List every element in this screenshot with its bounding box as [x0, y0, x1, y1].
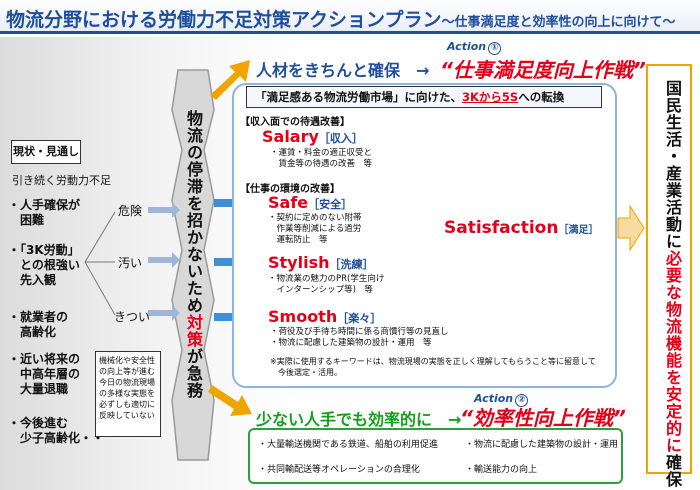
- left-item-1: ・人手確保が 困難: [8, 198, 81, 227]
- s-smooth-word: Smooth: [268, 307, 338, 326]
- right-text-red: 必要な物流機能を安定的に: [663, 250, 682, 454]
- banner-post: への転換: [518, 90, 565, 104]
- k-label-danger: 危険: [118, 204, 143, 218]
- right-box: [646, 64, 692, 474]
- right-text-black2: 確保: [663, 454, 682, 488]
- k-label-hard: きつい: [114, 310, 151, 324]
- action2-number: ②: [515, 394, 529, 407]
- green-box: [248, 428, 623, 484]
- action2-title: “効率性向上作戦”: [460, 406, 626, 430]
- title-sub: 〜仕事満足度と効率性の向上に向けて〜: [441, 15, 676, 30]
- section-environment: 【仕事の環境の改善】: [240, 184, 340, 195]
- green-item-4: ・輸送能力の向上: [465, 465, 538, 475]
- action2-label-text: Action: [474, 392, 514, 405]
- vertical-arrow-text: 物流の停滞を招かないため対策が急務: [176, 110, 208, 399]
- k-arrow-2: [148, 252, 180, 268]
- action2-arrow: [208, 385, 252, 416]
- banner-red: 3Kから5S: [462, 90, 519, 104]
- vertical-arrow-shape: [171, 69, 215, 461]
- s-safe-tag: ［安全］: [308, 198, 353, 211]
- vertical-text-tail: が急務: [184, 348, 203, 399]
- left-item-4: ・近い将来の 中高年層の 大量退職: [8, 352, 81, 396]
- action1-number: ①: [488, 42, 502, 55]
- right-text-black1: 国民生活・産業活動に: [663, 80, 682, 250]
- page-title: 物流分野における労働力不足対策アクションプラン〜仕事満足度と効率性の向上に向けて…: [6, 5, 676, 32]
- k-arrow-3: [148, 305, 180, 321]
- green-item-3: ・共同輸配送等オペレーションの合理化: [258, 465, 420, 475]
- s-smooth-tag: ［楽々］: [337, 312, 382, 325]
- shortage-text: 引き続く労動力不足: [12, 174, 111, 187]
- action1-head: 人材をきちんと確保 →: [256, 61, 430, 80]
- s-smooth-desc: ・荷役及び手待ち時間に係る商慣行等の見直し ・物流に配慮した建築物の設計・運用 …: [270, 327, 449, 348]
- vertical-text-black: 物流の停滞を招かないため: [184, 110, 203, 314]
- k-label-dirty: 汚い: [118, 256, 143, 270]
- s-salary-desc: ・運賃・料金の適正収受と 賃金等の待遇の改善 等: [270, 148, 373, 169]
- satisfaction: Satisfaction［満足］: [444, 218, 598, 238]
- main-box: [232, 83, 617, 388]
- left-item-5: ・今後進む 少子高齢化・・: [8, 416, 105, 445]
- satisfaction-tag: ［満足］: [558, 225, 599, 236]
- s-safe: Safe［安全］: [268, 193, 352, 212]
- right-arrow: [617, 204, 645, 252]
- left-item-2: ・「3K労動」 との根強い 先入観: [8, 243, 80, 287]
- vertical-text-red: 対策: [184, 314, 203, 348]
- main-banner: 「満足感ある物流労働市場」に向けた、3Kから5Sへの転換: [246, 86, 602, 108]
- s-salary-tag: ［収入］: [318, 132, 363, 145]
- satisfaction-word: Satisfaction: [444, 218, 559, 238]
- left-item-3: ・就業者の 高齢化: [8, 310, 69, 339]
- s-salary: Salary［収入］: [262, 127, 363, 146]
- s-salary-word: Salary: [262, 127, 319, 146]
- action1-title: “仕事満足度向上作戦”: [440, 58, 646, 82]
- action1-arrow: [210, 60, 250, 100]
- title-main: 物流分野における労働力不足対策アクションプラン: [6, 9, 442, 31]
- current-label: 現状・見通し: [11, 140, 81, 164]
- s-stylish-word: Stylish: [268, 253, 330, 272]
- s-safe-word: Safe: [268, 193, 309, 212]
- footnote: ※実際に使用するキーワードは、物流現場の実態を正しく理解してもらうこと等に留意し…: [270, 357, 596, 377]
- green-item-2: ・物流に配慮した建築物の設計・運用: [465, 440, 619, 450]
- branch-line-3: [84, 261, 116, 316]
- right-text: 国民生活・産業活動に必要な物流機能を安定的に確保: [650, 80, 690, 488]
- s-stylish-desc: ・物流業の魅力のPR(学生向け インターンシップ等) 等: [268, 274, 385, 295]
- section-income: 【収入面での待遇改善】: [240, 117, 350, 128]
- banner-pre: 「満足感ある物流労働市場」に向けた、: [255, 90, 462, 104]
- k-arrow-1: [148, 202, 180, 218]
- action1-label-text: Action: [447, 40, 487, 53]
- s-stylish-tag: ［洗練］: [329, 258, 374, 271]
- green-item-1: ・大量輸送機関である鉄道、船舶の利用促進: [258, 440, 438, 450]
- title-bar: 物流分野における労働力不足対策アクションプラン〜仕事満足度と効率性の向上に向けて…: [0, 0, 700, 34]
- note-box: 機械化や安全性の向上等が進む今日の物流現場の多様な実態を必ずしも適切に反映してい…: [95, 351, 161, 437]
- action2-head: 少ない人手でも効率的に →: [256, 410, 462, 429]
- branch-line-1: [84, 211, 116, 263]
- s-safe-desc: ・契約に定めのない附帯 作業等削減による過労 運転防止 等: [268, 213, 362, 245]
- s-smooth: Smooth［楽々］: [268, 307, 381, 326]
- s-stylish: Stylish［洗練］: [268, 253, 373, 272]
